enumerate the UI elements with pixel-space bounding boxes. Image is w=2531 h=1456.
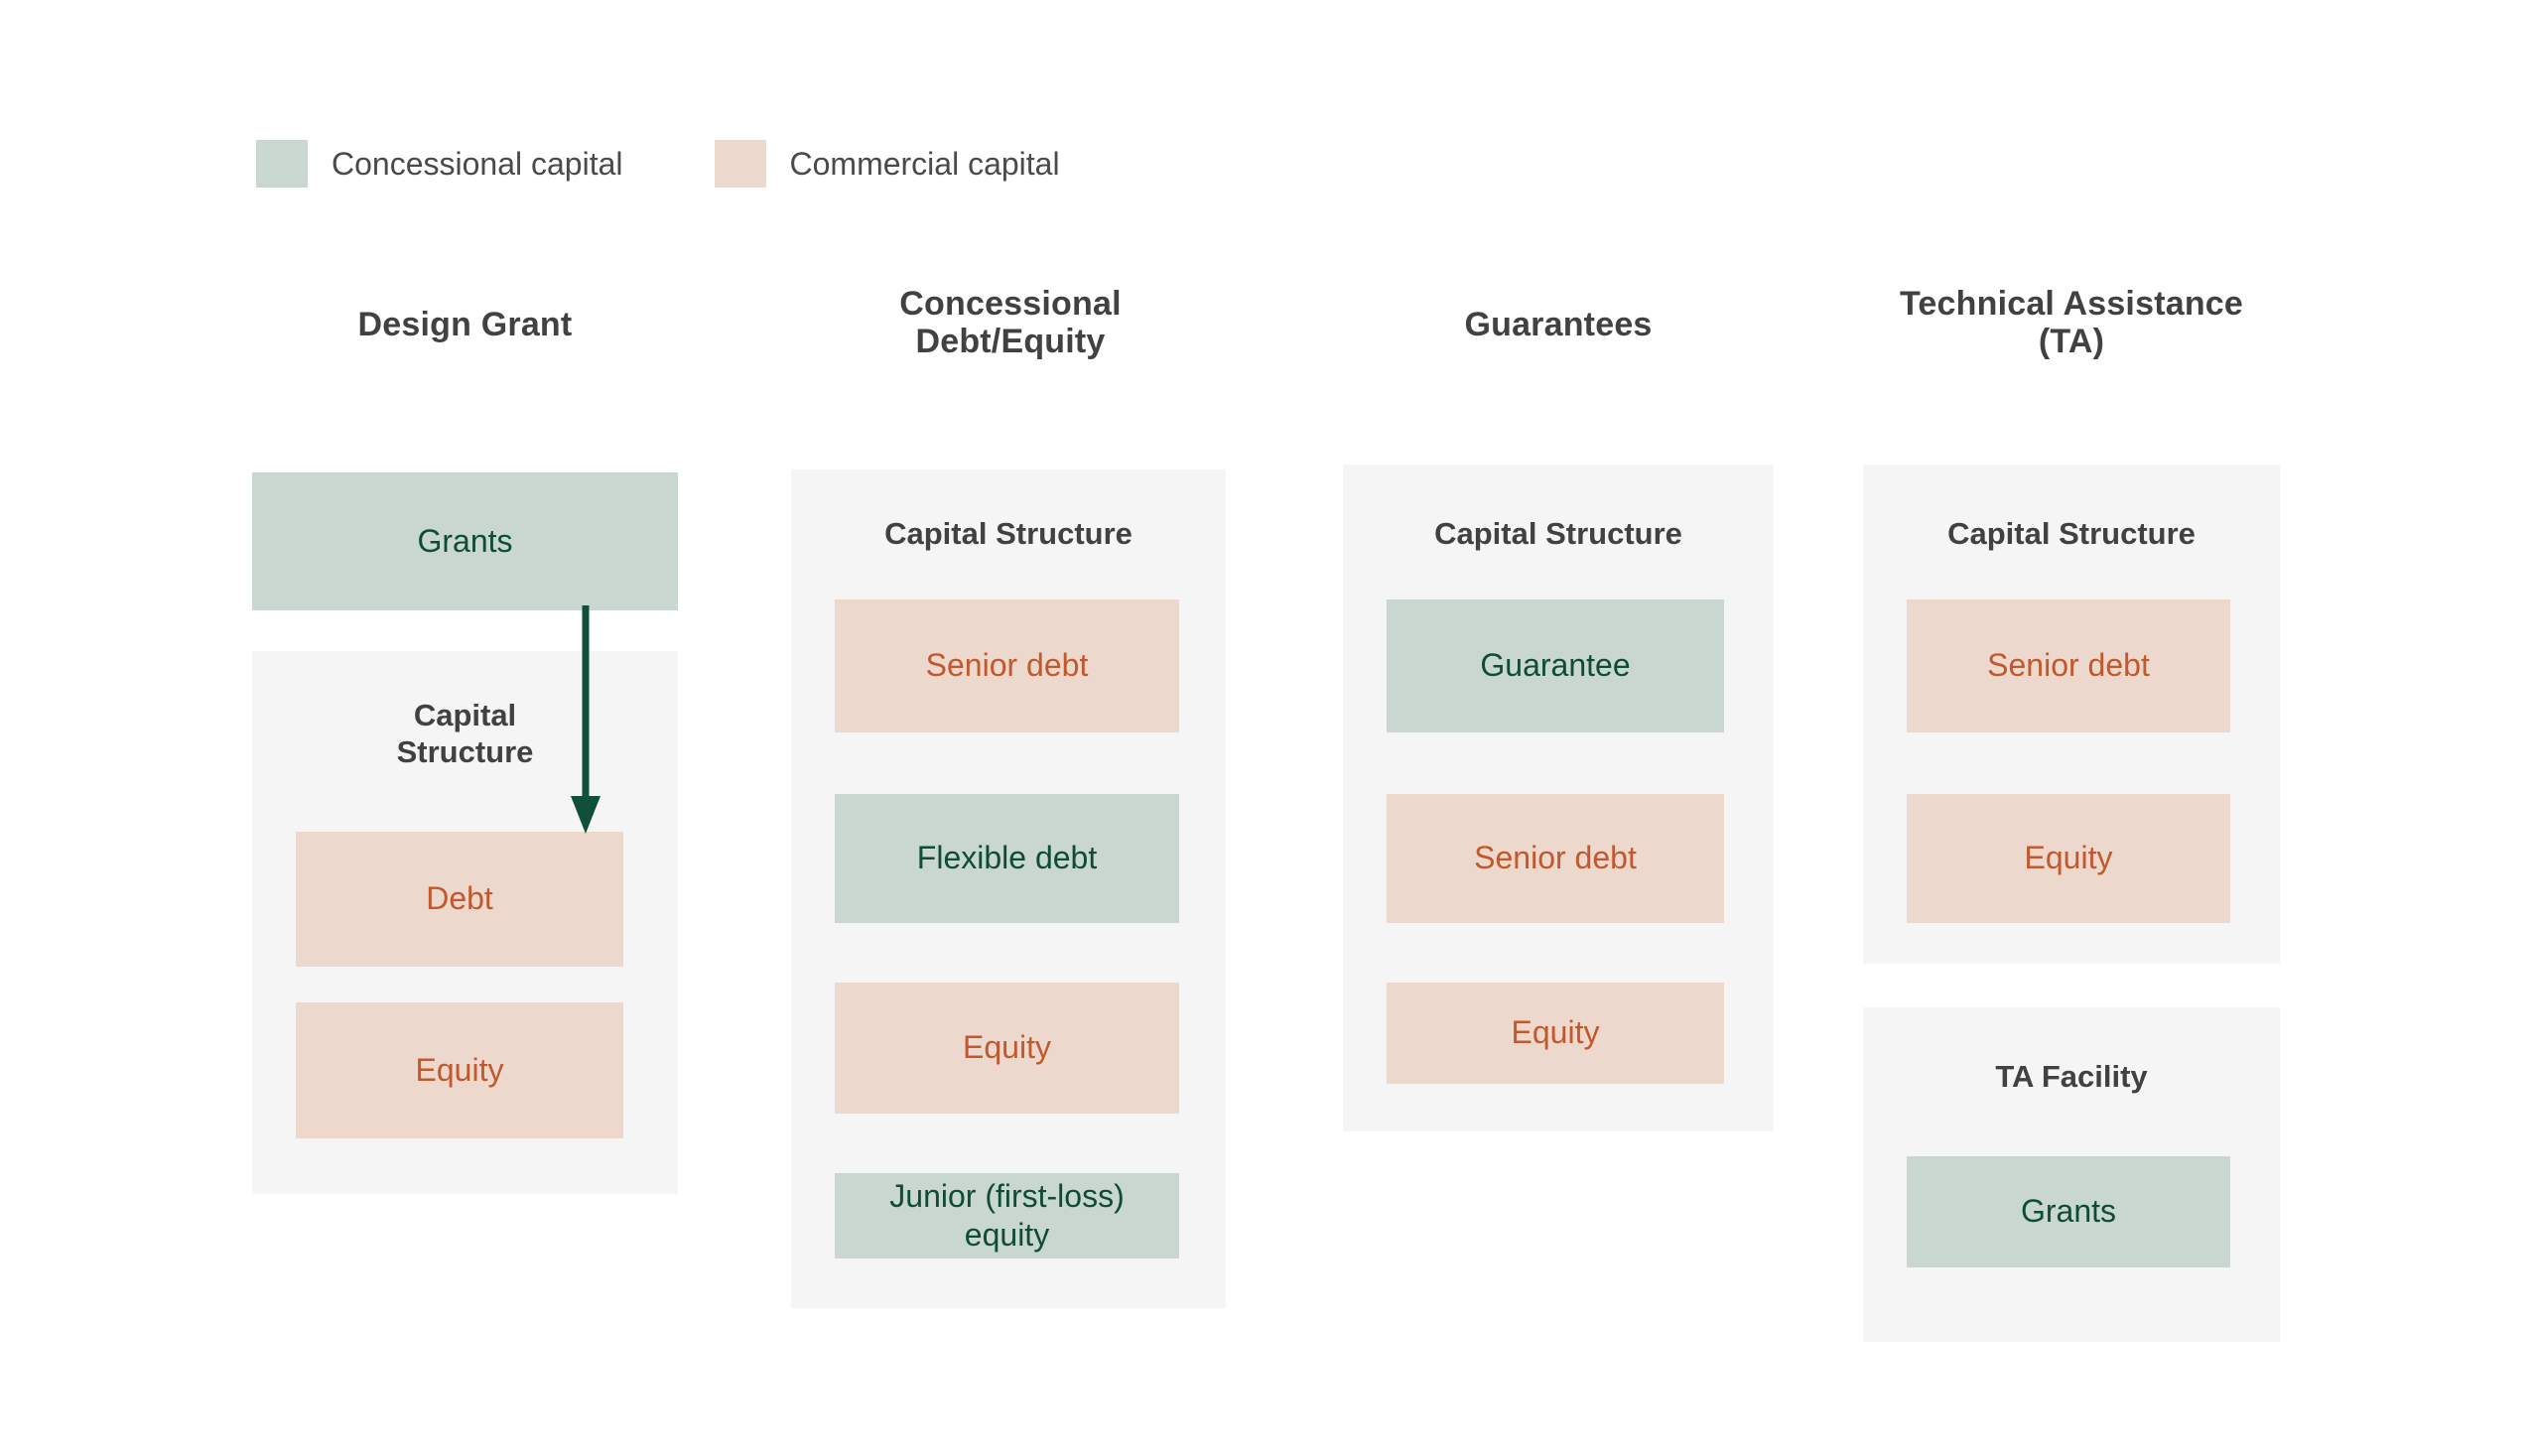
panel-title-capital-structure: Capital Structure: [1947, 516, 2196, 551]
box-equity: Equity: [1387, 983, 1724, 1084]
column-title-design-grant: Design Grant: [357, 306, 573, 343]
box-debt: Debt: [296, 832, 623, 967]
box-senior-debt: Senior debt: [835, 599, 1179, 732]
legend-item-commercial: Commercial capital: [714, 140, 1060, 188]
color-swatch-icon-concessional: [256, 140, 308, 188]
box-guarantee: Guarantee: [1387, 599, 1724, 732]
panel-capital-structure-concessional: Capital Structure Senior debt Flexible d…: [791, 469, 1226, 1308]
panel-title-capital-structure: Capital Structure: [396, 698, 534, 770]
panel-ta-facility: TA Facility Grants: [1863, 1007, 2280, 1342]
box-senior-debt: Senior debt: [1387, 794, 1724, 923]
box-flexible-debt: Flexible debt: [835, 794, 1179, 923]
box-junior-first-loss-equity: Junior (first-loss) equity: [835, 1173, 1179, 1258]
box-equity: Equity: [296, 1002, 623, 1138]
box-equity: Equity: [835, 983, 1179, 1114]
panel-capital-structure-design-grant: Capital Structure Debt Equity: [252, 651, 678, 1194]
box-grants: Grants: [252, 472, 678, 610]
box-grants: Grants: [1907, 1156, 2230, 1267]
box-equity: Equity: [1907, 794, 2230, 923]
color-swatch-icon-commercial: [714, 140, 766, 188]
column-title-concessional-debt-equity: Concessional Debt/Equity: [899, 285, 1122, 361]
panel-title-capital-structure: Capital Structure: [1434, 516, 1682, 551]
column-title-technical-assistance: Technical Assistance (TA): [1899, 285, 2244, 361]
legend-label-concessional: Concessional capital: [332, 146, 623, 182]
panel-title-capital-structure: Capital Structure: [884, 516, 1132, 551]
panel-capital-structure-guarantees: Capital Structure Guarantee Senior debt …: [1343, 464, 1774, 1131]
column-title-guarantees: Guarantees: [1464, 306, 1653, 343]
panel-title-ta-facility: TA Facility: [1995, 1059, 2148, 1094]
panel-capital-structure-ta: Capital Structure Senior debt Equity: [1863, 464, 2280, 964]
legend-item-concessional: Concessional capital: [256, 140, 623, 188]
box-senior-debt: Senior debt: [1907, 599, 2230, 732]
legend-label-commercial: Commercial capital: [789, 146, 1060, 182]
legend: Concessional capital Commercial capital: [256, 139, 1060, 189]
